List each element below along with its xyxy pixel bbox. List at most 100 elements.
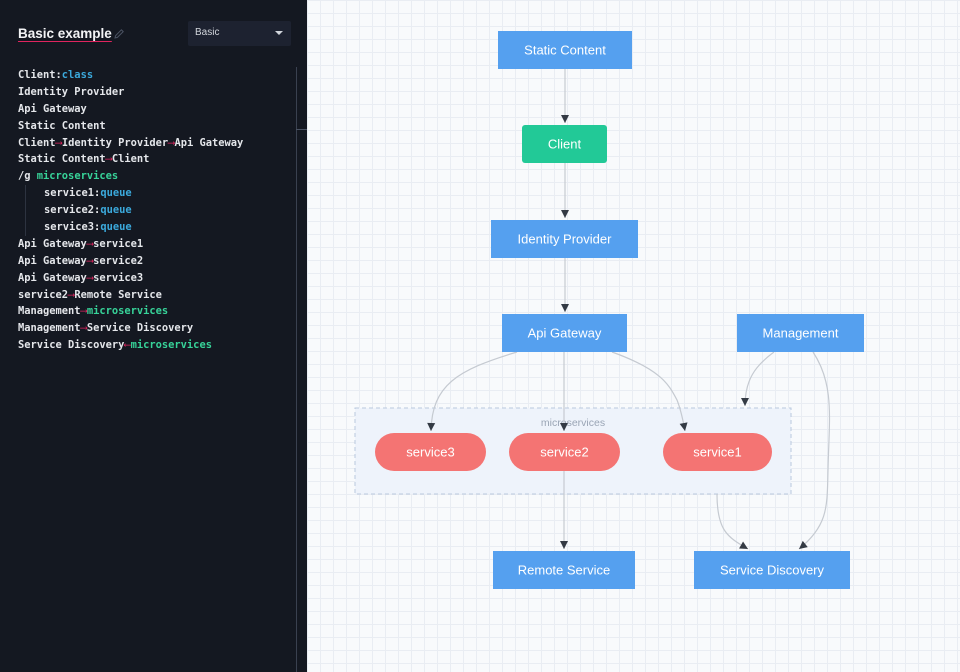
node-shape xyxy=(491,220,638,258)
node-label: Service Discovery xyxy=(720,563,825,578)
code-line[interactable]: /g microservices xyxy=(18,168,296,185)
code-token: Client xyxy=(18,136,56,149)
code-line[interactable]: Service Discovery⟵microservices xyxy=(18,337,296,354)
node-static-content[interactable]: Static Content xyxy=(498,31,632,69)
code-line[interactable]: service2⟶Remote Service xyxy=(18,287,296,304)
code-token: Identity Provider xyxy=(18,85,125,98)
diagram-title[interactable]: Basic example xyxy=(18,26,112,41)
code-token: Identity Provider xyxy=(61,136,169,149)
node-service3[interactable]: service3 xyxy=(375,433,486,471)
node-shape xyxy=(663,433,772,471)
code-line[interactable]: Management⟶Service Discovery xyxy=(18,320,296,337)
code-token: Api Gateway xyxy=(18,102,87,115)
code-token: /g xyxy=(18,170,37,183)
code-line[interactable]: Api Gateway⟶service3 xyxy=(18,270,296,287)
keyword-token: queue xyxy=(100,204,132,217)
node-shape xyxy=(493,551,635,589)
node-shape xyxy=(694,551,850,589)
code-token: service3 xyxy=(93,271,144,284)
edge-api-gateway-to-service3[interactable] xyxy=(427,351,518,432)
code-token: Client: xyxy=(18,69,62,81)
arrow-right-token: ⟶ xyxy=(68,288,75,301)
node-label: Static Content xyxy=(524,43,606,58)
node-service2[interactable]: service2 xyxy=(509,433,620,471)
node-shape xyxy=(522,125,607,163)
node-label: service2 xyxy=(540,445,588,460)
flow-diagram: microservices Static ContentClientIdenti… xyxy=(354,31,864,589)
node-remote-service[interactable]: Remote Service xyxy=(493,551,635,589)
preset-select-value: Basic xyxy=(195,27,220,38)
arrow-right-token: ⟶ xyxy=(55,136,62,149)
arrow-right-token: ⟶ xyxy=(80,322,87,335)
arrow-right-token: ⟶ xyxy=(105,153,112,166)
code-line[interactable]: Static Content⟶Client xyxy=(18,151,296,168)
node-label: Management xyxy=(763,326,839,341)
arrow-right-token: ⟶ xyxy=(86,254,94,267)
edge-management-to-service-discovery[interactable] xyxy=(798,351,831,550)
edge-api-gateway-to-service1[interactable] xyxy=(611,351,688,432)
keyword-token: microservices xyxy=(130,339,212,352)
preset-select[interactable]: Basic xyxy=(188,21,291,46)
code-line[interactable]: service1:queue xyxy=(18,185,296,203)
node-label: Identity Provider xyxy=(518,232,613,247)
keyword-token: class xyxy=(61,69,94,81)
code-line[interactable]: Api Gateway⟶service2 xyxy=(18,253,296,270)
code-token: service1 xyxy=(93,237,144,250)
code-line[interactable]: service3:queue xyxy=(18,219,296,236)
code-line[interactable]: service2:queue xyxy=(18,202,296,219)
arrow-right-token: ⟶ xyxy=(168,136,175,149)
code-token: Service Discovery xyxy=(86,322,194,335)
code-token: Static Content xyxy=(18,153,106,166)
node-shape xyxy=(502,314,627,352)
node-label: service1 xyxy=(693,445,741,460)
code-token: Management xyxy=(18,322,81,335)
arrow-right-token: ⟶ xyxy=(86,271,94,284)
code-token: service2 xyxy=(93,254,144,267)
editor-scroll-marker xyxy=(296,129,307,130)
node-api-gateway[interactable]: Api Gateway xyxy=(502,314,627,352)
code-token: Api Gateway xyxy=(18,271,87,284)
code-line[interactable]: Static Content xyxy=(18,118,296,135)
code-token: Api Gateway xyxy=(174,136,244,149)
node-client[interactable]: Client xyxy=(522,125,607,163)
edge-management-to-microservices[interactable] xyxy=(741,351,775,407)
code-token: service1: xyxy=(44,187,101,200)
arrow-right-token: ⟶ xyxy=(86,237,94,250)
node-management[interactable]: Management xyxy=(737,314,864,352)
keyword-token: queue xyxy=(100,221,132,234)
code-token: Static Content xyxy=(18,119,106,132)
keyword-token: microservices xyxy=(86,305,169,318)
code-line[interactable]: Client⟶Identity Provider⟶Api Gateway xyxy=(18,135,296,152)
node-label: Api Gateway xyxy=(528,326,602,341)
pencil-icon[interactable] xyxy=(113,28,125,40)
node-shape xyxy=(737,314,864,352)
chevron-down-icon xyxy=(275,31,283,35)
node-identity-provider[interactable]: Identity Provider xyxy=(491,220,638,258)
code-line[interactable]: Identity Provider xyxy=(18,84,296,101)
code-line[interactable]: Api Gateway xyxy=(18,101,296,118)
code-token: Remote Service xyxy=(74,288,162,301)
node-service1[interactable]: service1 xyxy=(663,433,772,471)
code-line[interactable]: Api Gateway⟶service1 xyxy=(18,236,296,253)
edge-microservices-to-service-discovery[interactable] xyxy=(716,493,749,550)
arrow-left-token: ⟵ xyxy=(124,339,131,352)
node-label: Remote Service xyxy=(518,563,610,578)
code-line[interactable]: Client:class xyxy=(18,67,296,84)
node-label: service3 xyxy=(406,445,454,460)
node-label: Client xyxy=(548,137,582,152)
node-shape xyxy=(509,433,620,471)
code-token: Management xyxy=(18,305,81,318)
code-line[interactable]: Management⟶microservices xyxy=(18,303,296,320)
editor-scroll-track[interactable] xyxy=(296,67,297,672)
code-token: Client xyxy=(111,153,150,166)
node-shape xyxy=(498,31,632,69)
keyword-token: microservices xyxy=(36,170,119,183)
arrow-right-token: ⟶ xyxy=(80,305,87,318)
node-service-discovery[interactable]: Service Discovery xyxy=(694,551,850,589)
keyword-token: queue xyxy=(100,187,132,200)
node-shape xyxy=(375,433,486,471)
code-token: service3: xyxy=(44,221,101,234)
